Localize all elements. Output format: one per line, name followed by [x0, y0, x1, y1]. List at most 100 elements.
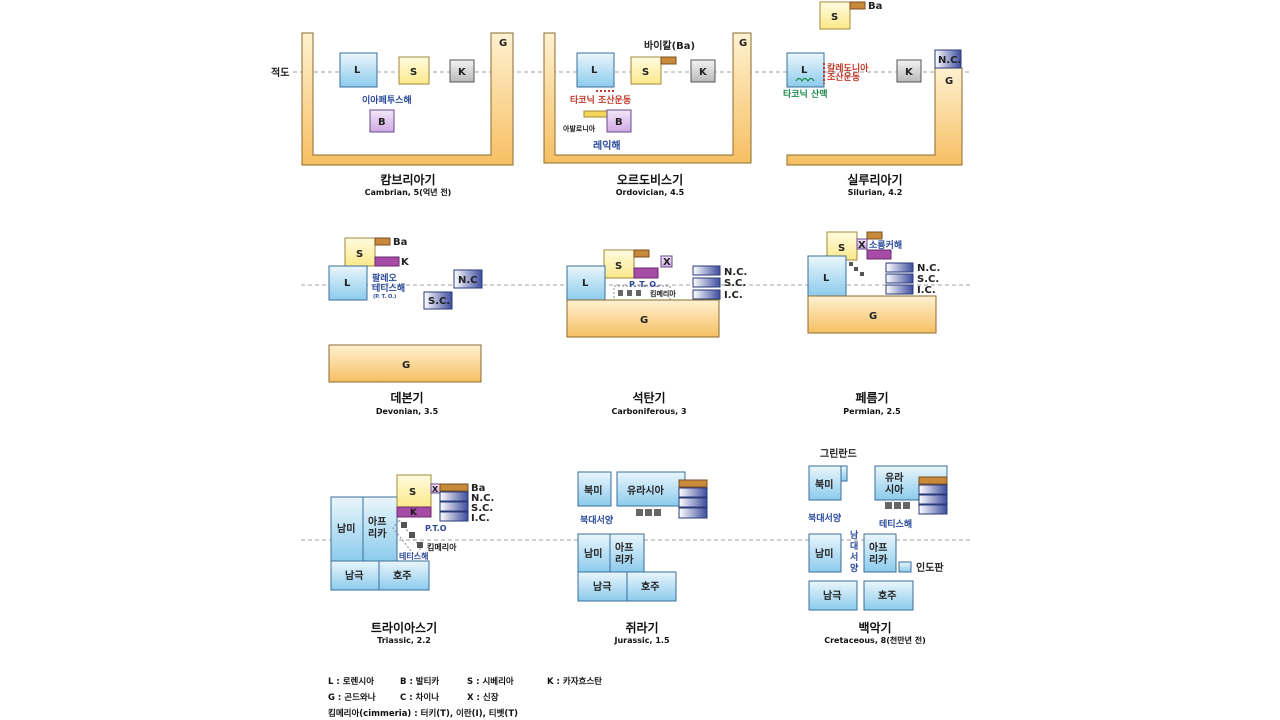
laurentia-block: [807, 255, 847, 297]
panel-subtitle: Permian, 2.5: [843, 407, 901, 416]
north-atlantic-label: 북대서양: [580, 514, 614, 526]
panel-subtitle: Jurassic, 1.5: [613, 636, 669, 645]
legend-item: B : 발티카: [400, 676, 439, 687]
label-sc: S.C.: [917, 274, 939, 285]
baikal-block: [439, 483, 469, 492]
pto-label: P. T. O.: [629, 280, 659, 289]
paleo-label: 팔레오: [372, 272, 398, 284]
kazakh-block: [866, 249, 892, 260]
panel-carboniferous: S X L P. T. O. 킴메리아 N.C. S.C. I.C. G 석탄기…: [566, 249, 747, 416]
north-china-block: [692, 265, 721, 276]
label-s: S: [615, 261, 622, 272]
laurentia-block: [566, 265, 606, 301]
label-ic: I.C.: [917, 285, 936, 296]
label-x: X: [432, 485, 439, 494]
south-china-block: [439, 501, 469, 512]
south-america-label: 남미: [815, 547, 833, 560]
australia-block: [626, 571, 677, 602]
label-l: L: [582, 278, 589, 289]
australia-label: 호주: [878, 589, 896, 602]
north-china-block: [678, 487, 708, 498]
siberia-block: [344, 237, 376, 267]
legend-item: C : 차이나: [400, 692, 439, 703]
taconic-orogeny-label: 타코닉 조산운동: [570, 94, 631, 106]
panel-title: 실루리아기: [847, 172, 902, 187]
laurentia-block: [328, 265, 368, 301]
antarctica-block: [330, 560, 380, 591]
south-china-block: [423, 291, 453, 310]
panel-title: 페름기: [855, 390, 888, 405]
indochina-block: [918, 504, 948, 515]
indochina-block: [439, 511, 469, 522]
australia-block: [378, 560, 430, 591]
south-america-block: [577, 533, 611, 573]
north-america-label: 북미: [815, 478, 833, 491]
baltica-block: [606, 109, 632, 133]
panel-cambrian: G L S K 이아페투스해 B 캄브리아기 Cambrian, 5(억년 전): [301, 32, 514, 197]
panel-title: 트라이아스기: [371, 620, 437, 635]
label-nc: N.C.: [938, 55, 961, 66]
south-atlantic-label-1: 남: [850, 529, 859, 541]
solonker-label: 소룡커해: [869, 239, 902, 251]
south-atlantic-label-3: 서: [850, 551, 858, 563]
eurasia-label: 유라시아: [627, 484, 665, 497]
antarctica-label: 남극: [345, 569, 363, 582]
greenland-label: 그린란드: [820, 447, 857, 460]
panel-subtitle: Silurian, 4.2: [848, 188, 903, 197]
kazakh-block: [374, 256, 400, 267]
greenland-block: [840, 465, 848, 482]
panel-silurian: S Ba G N.C. L 칼레도니아 조산운동 타코닉 산맥 K 실루리아기 …: [783, 1, 963, 197]
legend: L : 로렌시아 B : 발티카 S : 시베리아 K : 카자흐스탄 G : …: [328, 676, 602, 719]
panel-triassic: 남미 아프 리카 남극 호주 S K X Ba N.C. S.C. I.C. P…: [330, 474, 494, 645]
siberia-block: [398, 56, 430, 85]
gondwana-block: [786, 67, 963, 166]
label-l: L: [823, 273, 830, 284]
north-america-label: 북미: [584, 484, 602, 497]
label-x: X: [663, 257, 671, 268]
siberia-block: [603, 249, 635, 279]
label-l: L: [801, 65, 808, 76]
baltica-block: [369, 109, 395, 133]
africa-label-1: 아프: [869, 541, 887, 554]
panel-title: 캄브리아기: [380, 172, 435, 187]
gondwana-block: [328, 344, 482, 383]
antarctica-label: 남극: [823, 589, 841, 602]
africa-block: [609, 533, 645, 573]
kazakh-block: [396, 506, 432, 518]
label-nc: N.C: [458, 275, 478, 286]
antarctica-label: 남극: [593, 580, 611, 593]
north-china-block: [453, 269, 483, 289]
eurasia-label-2: 시아: [885, 483, 904, 496]
panel-subtitle: Triassic, 2.2: [377, 636, 431, 645]
label-s: S: [831, 12, 838, 23]
australia-label: 호주: [393, 569, 411, 582]
africa-block: [863, 533, 897, 573]
label-k: K: [905, 67, 914, 78]
label-k: K: [699, 67, 708, 78]
indochina-block: [885, 284, 914, 295]
south-america-block: [808, 533, 842, 573]
eurasia-label-1: 유라: [885, 471, 904, 484]
label-b: B: [378, 117, 386, 128]
label-s: S: [356, 249, 363, 260]
label-l: L: [591, 65, 598, 76]
panel-title: 백악기: [858, 620, 891, 635]
south-america-label: 남미: [584, 547, 602, 560]
baikal-block: [660, 56, 677, 65]
panel-devonian: S Ba K L 팔레오 테티스해 (P. T. O.) N.C S.C. G …: [328, 237, 483, 416]
gondwana-block: [566, 299, 720, 338]
label-ic: I.C.: [471, 513, 490, 524]
north-atlantic-label: 북대서양: [808, 512, 842, 524]
panel-title: 석탄기: [632, 390, 665, 405]
africa-label-1: 아프: [615, 541, 633, 554]
laurentia-block: [339, 52, 378, 88]
legend-item: S : 시베리아: [467, 676, 514, 687]
label-k: K: [410, 508, 418, 518]
baikal-block: [678, 479, 708, 488]
label-g: G: [869, 311, 877, 322]
label-sc: S.C.: [471, 503, 493, 514]
panel-cretaceous: 그린란드 북미 유라 시아 테티스해 북대서양 남 대 서 양 남미 아프 리카…: [808, 447, 948, 645]
kazakh-block: [633, 267, 659, 279]
pto-label: (P. T. O.): [373, 294, 396, 300]
australia-block: [863, 580, 914, 611]
